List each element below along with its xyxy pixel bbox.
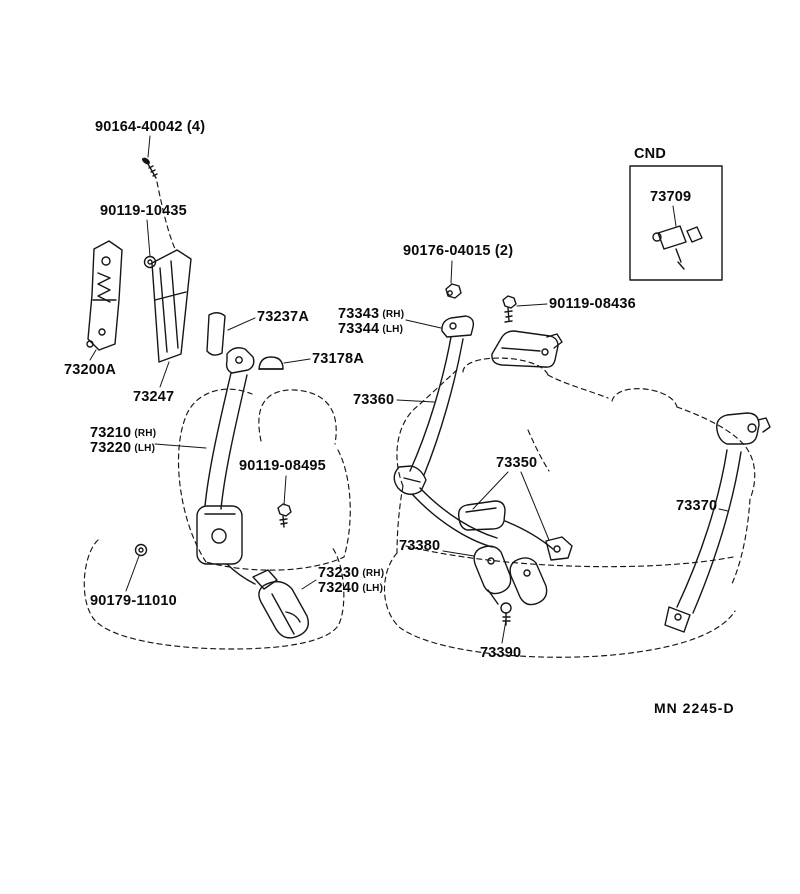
label-73709: 73709 [650,189,692,205]
label-90179-11010: 90179-11010 [90,593,177,609]
label-90119-08495: 90119-08495 [239,458,326,474]
retractor-73200A-icon [86,240,123,351]
label-90164-40042: 90164-40042 (4) [95,119,206,135]
rear-seat-outline [383,357,756,658]
label-73230-number: 73230 [318,565,360,581]
nut-90176-icon [445,283,462,299]
label-73220-side: (LH) [134,443,156,454]
label-73343: 73343(RH) [338,306,404,323]
label-90119-10435: 90119-10435 [100,203,187,219]
bolt-73390-icon [500,602,512,626]
screw-90164-icon [142,157,158,179]
belt-73360-icon [393,336,498,548]
label-73390: 73390 [480,645,522,661]
bolt-90179-11010-icon [134,543,148,557]
label-73350: 73350 [496,455,538,471]
label-73360: 73360 [353,392,395,408]
label-73220-number: 73220 [90,440,132,456]
label-73343-number: 73343 [338,306,380,322]
label-73240-side: (LH) [362,583,384,594]
label-73344-side: (LH) [382,324,404,335]
label-73200A: 73200A [64,362,116,378]
diagram-code: MN 2245-D [654,700,735,716]
label-73343-side: (RH) [382,309,405,320]
clip-73178A-icon [258,356,284,370]
anchor-73343-icon [441,315,475,338]
bolt-90119-08495-icon [277,503,292,528]
label-73380: 73380 [399,538,441,554]
buckle-center-right-icon [509,557,548,606]
belt-73370-icon [664,412,771,633]
label-73210-side: (RH) [134,428,157,439]
label-73210: 73210(RH) [90,425,156,442]
center-belt-73350-icon [457,500,573,561]
part-73709-icon [652,225,703,270]
label-73230-side: (RH) [362,568,385,579]
label-90119-08436: 90119-08436 [549,296,636,312]
cover-73247-icon [151,249,192,363]
label-73370: 73370 [676,498,718,514]
label-73230: 73230(RH) [318,565,384,582]
label-73237A: 73237A [257,309,309,325]
nut-90119-10435-icon [143,255,157,269]
label-73247: 73247 [133,389,175,405]
label-73210-number: 73210 [90,425,132,441]
buckle-73380-icon [473,545,512,605]
label-73344: 73344(LH) [338,321,403,338]
label-90176-04015: 90176-04015 (2) [403,243,514,259]
label-73220: 73220(LH) [90,440,155,457]
pad-73237A-icon [206,312,226,356]
label-73344-number: 73344 [338,321,380,337]
cnd-box-title: CND [634,146,667,162]
front-belt-73210-icon [196,347,256,585]
screw-reference-line [156,181,177,252]
front-seat-outline [83,388,351,650]
cnd-box [629,165,723,281]
label-73240: 73240(LH) [318,580,383,597]
label-73178A: 73178A [312,351,364,367]
label-73240-number: 73240 [318,580,360,596]
bolt-90119-08436-icon [502,295,517,323]
buckle-73230-icon [252,569,310,639]
retractor-top-center-icon [491,330,563,368]
